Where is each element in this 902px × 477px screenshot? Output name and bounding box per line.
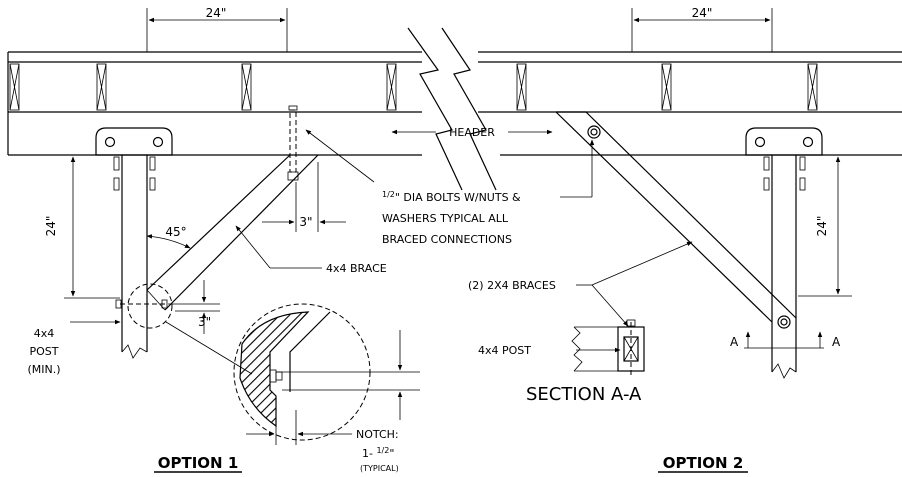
section-post-label: 4x4 POST [478,344,531,357]
blocking-2 [96,63,107,111]
post-label-line2: POST [30,345,59,358]
notch-note-line2b: " [389,447,394,460]
left-post [121,155,148,359]
option-2-title: OPTION 2 [663,454,744,472]
section-aa: 4x4 POST SECTION A-A [478,319,645,405]
blocking-4 [386,63,397,111]
section-title: SECTION A-A [526,384,642,405]
braces-label: (2) 2X4 BRACES [468,241,693,327]
notch-note-line3: (TYPICAL) [360,464,399,473]
break-symbol [407,27,497,191]
angle-marker: 45° [146,225,191,249]
blocking-5 [516,63,527,111]
bolts-note-line1: 1/2" DIA BOLTS W/NUTS & [382,190,521,204]
blocking-3 [241,63,252,111]
header-bolt [287,105,299,181]
left-post-cap [95,127,173,191]
blocking-row [9,63,818,111]
right-post [771,155,797,379]
header-label: HEADER [391,126,553,139]
bolt-offset-dimension: 3" [262,162,346,232]
bolts-note: 1/2" DIA BOLTS W/NUTS & WASHERS TYPICAL … [305,129,595,246]
angle-text: 45° [165,225,186,239]
post-label-line1: 4x4 [34,327,55,340]
brace-label-text: 4x4 BRACE [326,262,387,275]
right-top-dim-text: 24" [692,6,713,20]
bolts-note-line1-rest: " DIA BOLTS W/NUTS & [395,191,521,204]
option-1-title: OPTION 1 [158,454,239,472]
section-cut-markers: A A [730,331,841,349]
right-post-cap [745,127,823,191]
notch-offset-text: 3" [198,315,211,329]
bolts-note-line2: WASHERS TYPICAL ALL [382,212,509,225]
brace-label: 4x4 BRACE [235,225,387,275]
bolts-note-fraction: 1/2 [382,190,395,199]
right-braces [555,111,797,329]
blocking-1 [9,63,20,111]
notch-note-line2: 1- 1/2" [362,446,394,460]
option-titles: OPTION 1 OPTION 2 [154,454,748,473]
right-vertical-dimension: 24" [798,154,852,297]
notch-detail [233,303,420,445]
post-bolt [115,299,168,309]
bolts-note-line3: BRACED CONNECTIONS [382,233,512,246]
left-top-dimension: 24" [146,6,288,52]
detail-callout-leader [165,321,253,375]
header-beam [7,51,902,156]
blocking-6 [661,63,672,111]
notch-note-line2a: 1- [362,447,376,460]
notch-offset-dimension: 3" [168,280,220,334]
blocking-7 [807,63,818,111]
detail-callout-circle [127,283,173,329]
left-top-dim-text: 24" [206,6,227,20]
section-mark-right: A [832,335,841,349]
post-label: 4x4 POST (MIN.) [27,319,121,376]
right-top-dimension: 24" [631,6,773,52]
left-vertical-dim-text: 24" [44,216,58,237]
header-label-text: HEADER [449,126,495,139]
notch-note-fraction: 1/2 [376,446,389,455]
braces-label-text: (2) 2X4 BRACES [468,279,556,292]
notch-note: NOTCH: 1- 1/2" (TYPICAL) [356,428,399,473]
bolt-offset-text: 3" [299,215,312,229]
left-vertical-dimension: 24" [44,154,120,299]
right-vertical-dim-text: 24" [815,216,829,237]
notch-note-line1: NOTCH: [356,428,399,441]
section-mark-left: A [730,335,739,349]
post-label-line3: (MIN.) [27,363,60,376]
